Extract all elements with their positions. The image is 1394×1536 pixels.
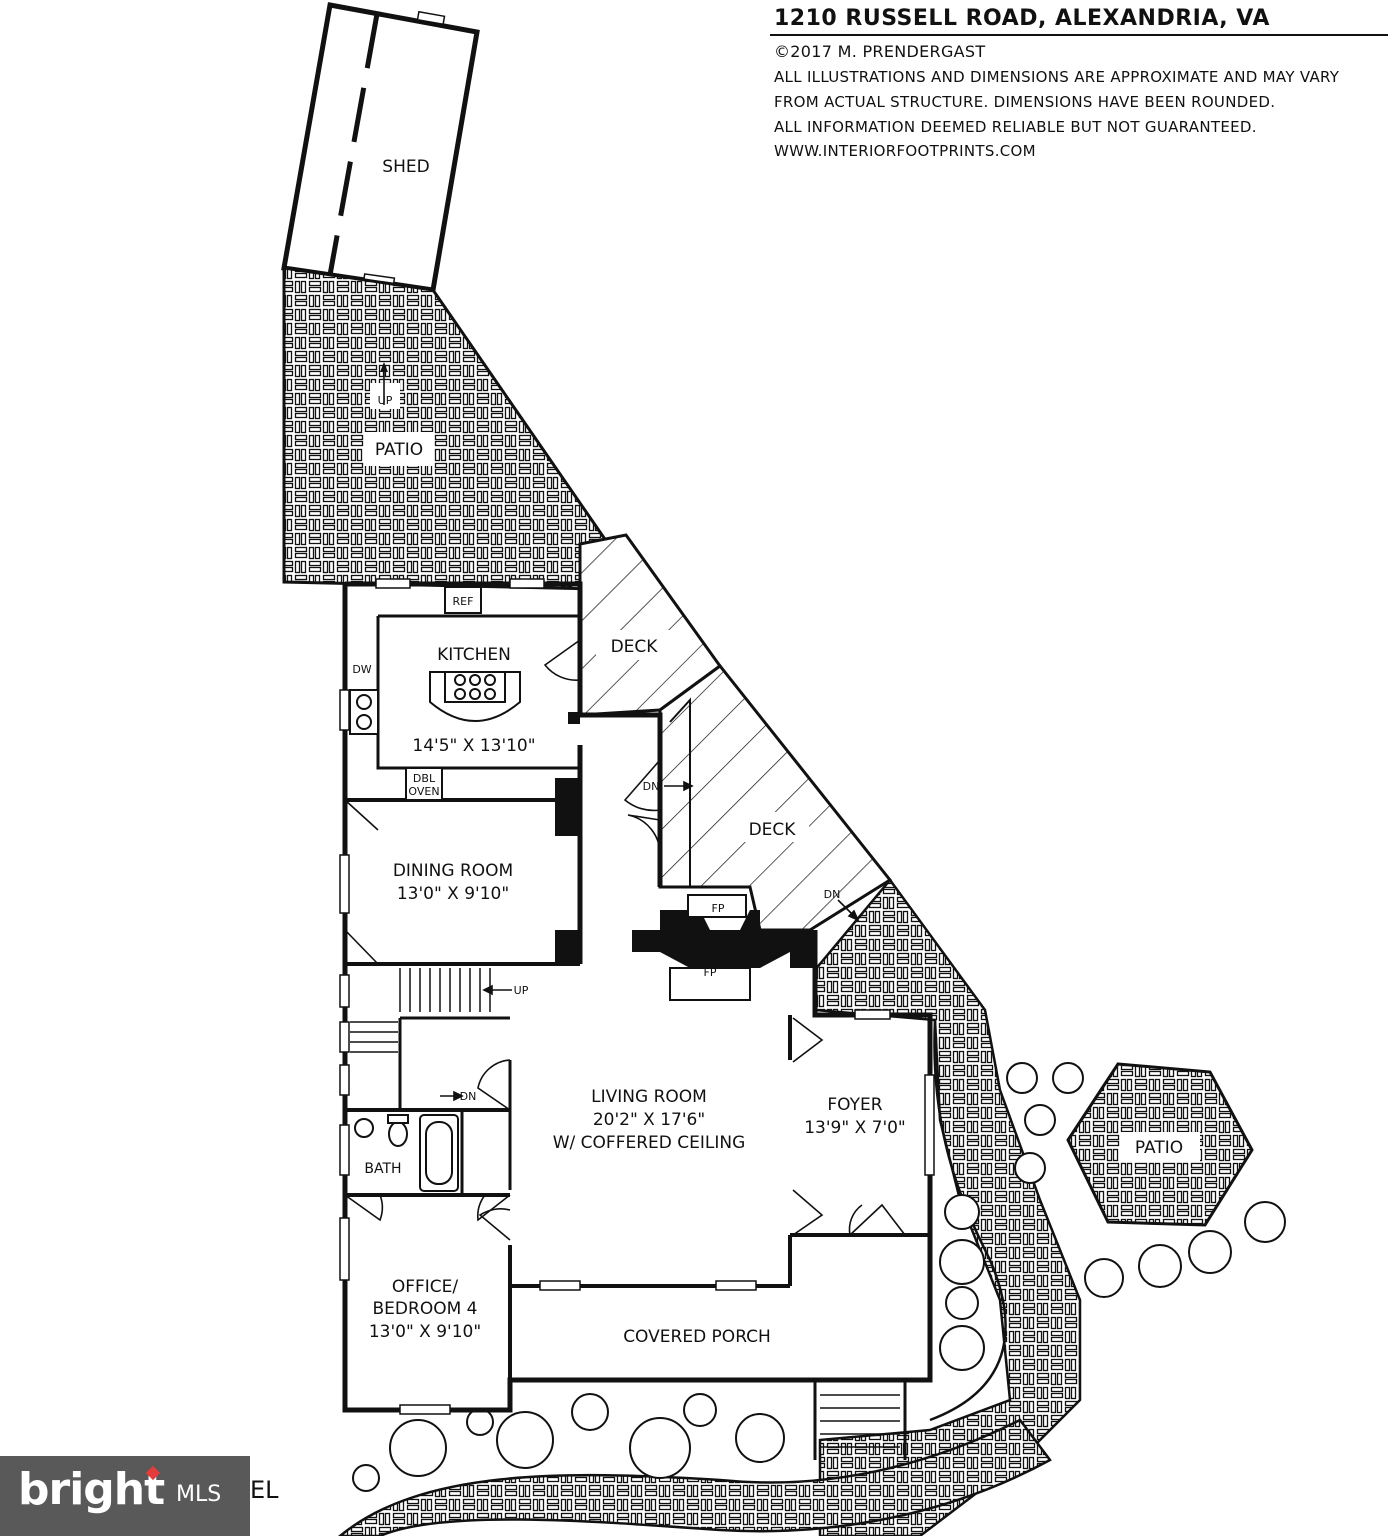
direction-arrows: [440, 780, 860, 1102]
level-label-fragment: EL: [250, 1476, 279, 1504]
kitchen-label: KITCHEN: [437, 645, 511, 665]
ref-label: REF: [453, 595, 474, 608]
shed-label: SHED: [382, 157, 429, 177]
stairs: [350, 968, 900, 1448]
kitchen-fixtures: [349, 586, 521, 801]
deck-lower-label: DECK: [749, 820, 797, 840]
office-dimensions: 13'0" X 9'10": [369, 1322, 481, 1342]
porch-label: COVERED PORCH: [623, 1327, 771, 1347]
office-label-1: OFFICE/: [392, 1277, 459, 1297]
office-label-2: BEDROOM 4: [373, 1299, 478, 1319]
patio-up-label: UP: [378, 394, 393, 407]
property-address: 1210 RUSSELL ROAD, ALEXANDRIA, VA: [774, 6, 1270, 31]
disclaimer-line-3: ALL INFORMATION DEEMED RELIABLE BUT NOT …: [774, 118, 1257, 136]
fireplace-hearths: [669, 894, 751, 1001]
deck-lower: [658, 663, 893, 932]
fp-lower-label: FP: [704, 966, 717, 979]
copyright-line: ©2017 M. PRENDERGAST: [774, 42, 986, 61]
patio-top-label: PATIO: [375, 440, 423, 460]
address-underline: [770, 34, 1388, 36]
dbl-oven-label-1: DBL: [413, 772, 436, 785]
dining-label: DINING ROOM: [393, 861, 513, 881]
door-swings: [344, 639, 906, 1241]
patio-right: [1066, 1062, 1254, 1227]
shrubs: [352, 1062, 1286, 1492]
fireplace-masonry: [555, 712, 815, 968]
patio-top: [282, 266, 643, 592]
paver-walkway-bottom: [338, 1418, 1052, 1536]
dw-label: DW: [352, 663, 371, 676]
foyer-label: FOYER: [827, 1095, 882, 1115]
dbl-oven-label-2: OVEN: [408, 785, 439, 798]
bright-mls-watermark: bright MLS: [0, 1456, 250, 1536]
website-line: WWW.INTERIORFOOTPRINTS.COM: [774, 142, 1036, 160]
living-dimensions: 20'2" X 17'6": [593, 1110, 705, 1130]
living-label: LIVING ROOM: [591, 1087, 707, 1107]
stairs-dn-label: DN: [460, 1090, 477, 1103]
windows: [339, 578, 935, 1415]
watermark-brand: bright: [18, 1464, 165, 1515]
deck-upper-label: DECK: [611, 637, 659, 657]
bath-label: BATH: [364, 1161, 401, 1177]
watermark-suffix: MLS: [176, 1482, 222, 1507]
dining-dimensions: 13'0" X 9'10": [397, 884, 509, 904]
disclaimer-line-2: FROM ACTUAL STRUCTURE. DIMENSIONS HAVE B…: [774, 93, 1276, 111]
foyer-dimensions: 13'9" X 7'0": [804, 1118, 906, 1138]
disclaimer-line-1: ALL ILLUSTRATIONS AND DIMENSIONS ARE APP…: [774, 68, 1340, 86]
patio-right-label: PATIO: [1135, 1138, 1183, 1158]
fp-upper-label: FP: [712, 902, 725, 915]
dn-deck2-label: DN: [824, 888, 841, 901]
kitchen-dimensions: 14'5" X 13'10": [412, 736, 535, 756]
living-note: W/ COFFERED CEILING: [553, 1133, 746, 1153]
dn-deck-label: DN: [643, 780, 660, 793]
shed: [281, 2, 480, 293]
bath-fixtures: [354, 1114, 459, 1192]
paver-walkway: [813, 877, 1082, 1536]
stairs-up-label: UP: [514, 984, 529, 997]
